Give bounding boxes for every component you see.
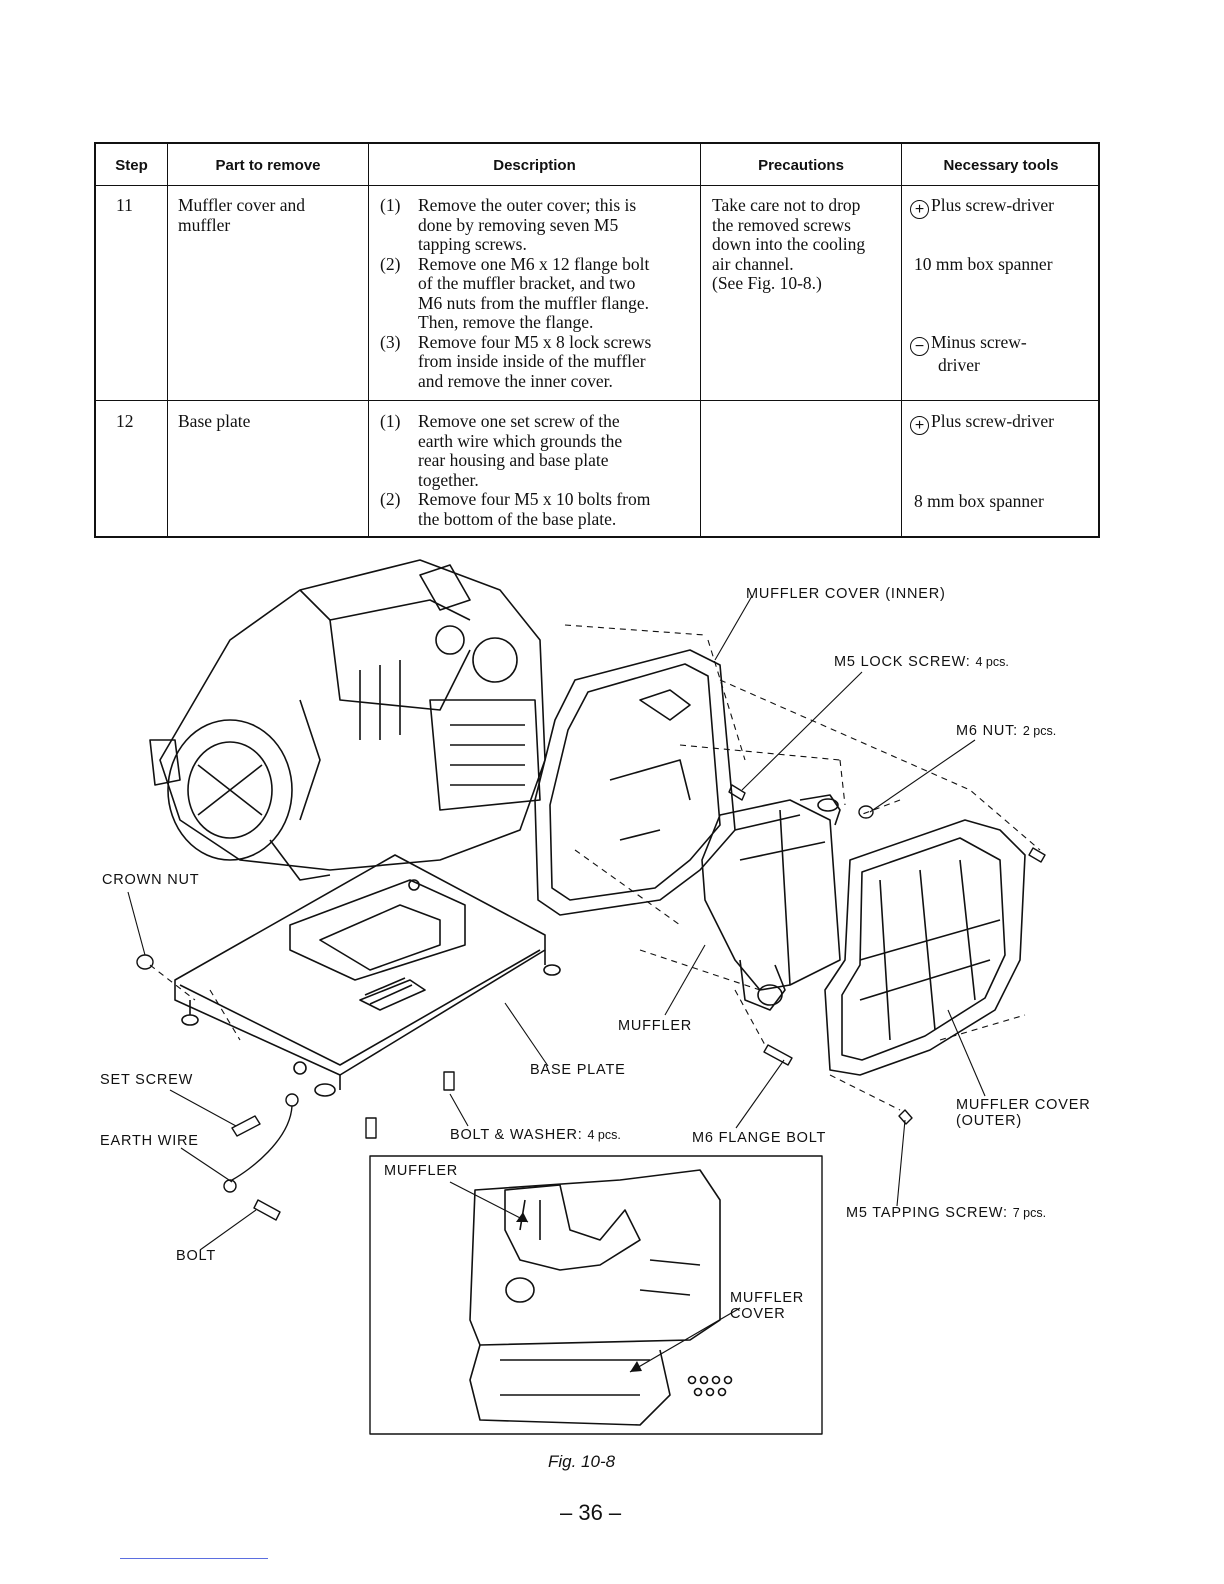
tool-box-spanner-8mm: 8 mm box spanner [914,491,1044,511]
row-11-step: 11 [116,195,133,215]
footnote-rule [120,1558,268,1559]
label-bolt-washer: BOLT & WASHER: 4 pcs. [450,1127,621,1143]
plus-icon: + [910,416,929,435]
label-muffler-cover-inner: MUFFLER COVER (INNER) [746,586,946,602]
page-number: – 36 – [560,1500,622,1525]
engine-assembly [149,559,546,881]
label-m5-tapping-screw: M5 TAPPING SCREW: 7 pcs. [846,1205,1047,1221]
label-muffler: MUFFLER [618,1018,693,1034]
inset-view [369,1155,823,1435]
row-12-step: 12 [116,411,134,431]
muffler-cover-inner [534,649,736,916]
label-m5-lock-screw: M5 LOCK SCREW: 4 pcs. [834,654,1009,670]
description-step-2: (2) Remove one M6 x 12 flange bolt of th… [380,253,650,332]
tool-minus-screwdriver: −Minus screw- driver [910,332,1027,376]
label-inset-muffler: MUFFLER [384,1163,459,1179]
tool-plus-screwdriver: +Plus screw-driver [910,411,1054,435]
procedure-table: Step Part to remove Description Precauti… [94,142,1100,538]
tool-box-spanner-10mm: 10 mm box spanner [914,254,1053,274]
row-12-description: (1) Remove one set screw of the earth wi… [380,411,696,529]
header-step: Step [115,156,148,174]
header-tools: Necessary tools [943,156,1059,174]
description-step-1: (1) Remove one set screw of the earth wi… [380,411,623,490]
hardware [136,784,1046,1221]
row-11-precautions: Take care not to drop the removed screws… [712,195,866,293]
tool-plus-screwdriver: +Plus screw-driver [910,195,1054,219]
exploded-diagram [127,559,1046,1435]
label-bolt: BOLT [176,1248,216,1264]
label-earth-wire: EARTH WIRE [100,1133,199,1149]
description-step-1: (1) Remove the outer cover; this is done… [380,195,637,254]
base-plate [174,854,561,1097]
muffler [701,794,841,1011]
label-set-screw: SET SCREW [100,1072,194,1088]
header-precautions: Precautions [758,156,844,174]
plus-icon: + [910,200,929,219]
label-base-plate: BASE PLATE [530,1062,626,1078]
description-step-2: (2) Remove four M5 x 10 bolts from the b… [380,489,651,529]
muffler-cover-outer [824,819,1026,1076]
row-11-description: (1) Remove the outer cover; this is done… [380,195,696,391]
description-step-3: (3) Remove four M5 x 8 lock screws from … [380,331,652,391]
header-description: Description [493,156,576,174]
row-12-part: Base plate [178,411,251,431]
label-crown-nut: CROWN NUT [102,872,200,888]
figure-caption: Fig. 10-8 [548,1452,616,1471]
label-muffler-cover-outer: MUFFLER COVER(OUTER) [956,1097,1091,1129]
label-m6-flange-bolt: M6 FLANGE BOLT [692,1130,827,1146]
header-part: Part to remove [215,156,321,174]
label-m6-nut: M6 NUT: 2 pcs. [956,723,1057,739]
minus-icon: − [910,337,929,356]
